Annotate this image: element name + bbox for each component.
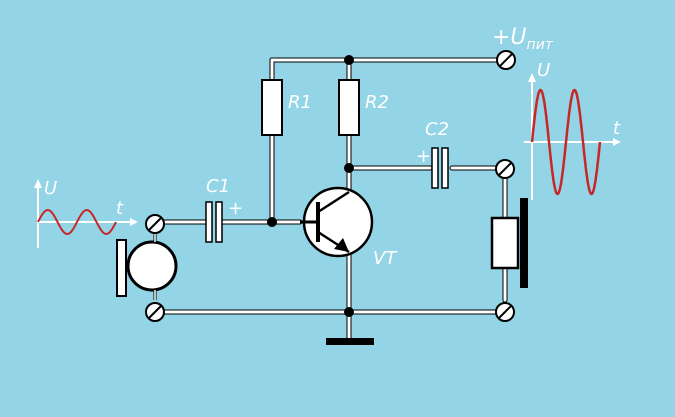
c1-label: C1 bbox=[206, 176, 230, 197]
capacitor-c2 bbox=[431, 147, 449, 189]
vt-label: VT bbox=[373, 248, 398, 269]
transistor-vt bbox=[300, 186, 374, 258]
input-axis-t-label: t bbox=[116, 198, 124, 219]
arrow-right-icon bbox=[613, 138, 621, 146]
output-waveform bbox=[530, 88, 602, 196]
microphone-icon bbox=[116, 232, 178, 300]
terminal-input-top bbox=[145, 214, 165, 234]
wires bbox=[160, 57, 508, 343]
junction-dot bbox=[344, 163, 354, 173]
ground-symbol bbox=[326, 338, 374, 345]
emitter-arrow-icon bbox=[334, 238, 349, 252]
input-axis-u-label: U bbox=[44, 178, 57, 199]
terminal-input-bottom bbox=[145, 302, 165, 322]
c2-plus-label: + bbox=[416, 146, 431, 167]
output-axis-u-label: U bbox=[537, 60, 550, 81]
resistor-r2 bbox=[338, 79, 360, 136]
supply-label: +Uпит bbox=[492, 25, 554, 53]
junction-dot bbox=[344, 55, 354, 65]
r1-label: R1 bbox=[288, 92, 312, 113]
terminal-output-top bbox=[495, 159, 515, 179]
terminals bbox=[145, 50, 516, 322]
output-axis-t-label: t bbox=[613, 118, 621, 139]
junction-dot bbox=[267, 217, 277, 227]
terminal-supply bbox=[496, 50, 516, 70]
loudspeaker-icon bbox=[490, 198, 528, 288]
terminal-output-bottom bbox=[495, 302, 515, 322]
capacitor-c1 bbox=[205, 201, 223, 243]
arrow-up-icon bbox=[34, 179, 42, 188]
arrow-right-icon bbox=[130, 218, 138, 226]
junction-dot bbox=[344, 307, 354, 317]
c1-plus-label: + bbox=[228, 198, 243, 219]
c2-label: C2 bbox=[425, 119, 449, 140]
junction-dots bbox=[267, 55, 354, 317]
arrow-up-icon bbox=[528, 73, 536, 82]
r2-label: R2 bbox=[365, 92, 389, 113]
input-waveform bbox=[37, 208, 117, 236]
resistor-r1 bbox=[261, 79, 283, 136]
output-signal-graph bbox=[524, 73, 621, 200]
input-signal-graph bbox=[34, 179, 138, 248]
